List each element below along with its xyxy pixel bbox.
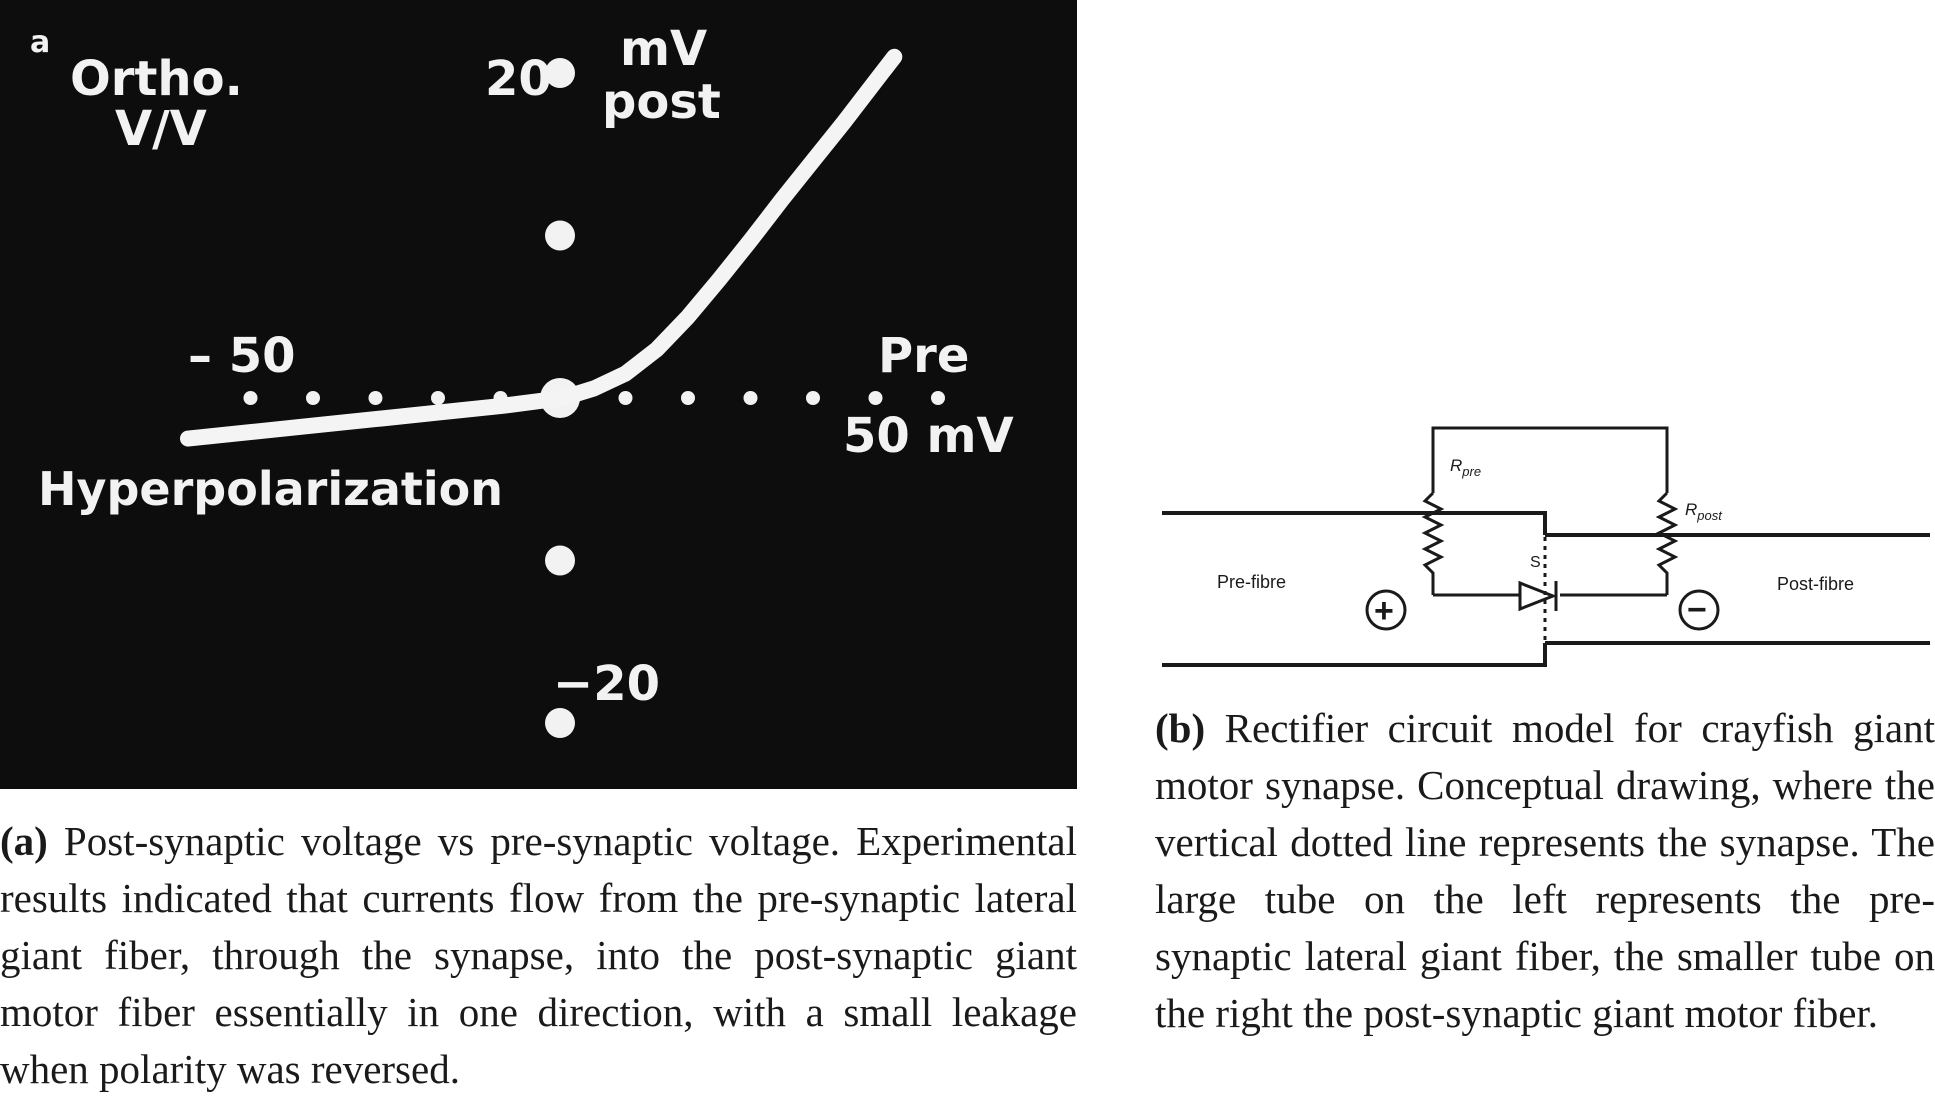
minus-symbol: − bbox=[1687, 591, 1707, 629]
y-unit-line1: mV bbox=[620, 21, 707, 77]
x-axis-dot bbox=[931, 391, 945, 405]
y-axis-dot bbox=[545, 58, 575, 88]
figure-a-svg: a Ortho. V/V 20 mV post – 50 Pre 50 mV −… bbox=[30, 21, 1014, 738]
axis-marks-group bbox=[243, 58, 945, 738]
x-axis-dot bbox=[368, 391, 383, 405]
x-right-value: 50 mV bbox=[843, 408, 1014, 464]
caption-b-tag: (b) bbox=[1155, 705, 1206, 751]
diode-triangle bbox=[1518, 580, 1558, 612]
switch-label: S bbox=[1530, 554, 1541, 571]
plus-symbol: + bbox=[1374, 592, 1394, 630]
r-pre-label: Rpre bbox=[1450, 456, 1481, 479]
x-right-label: Pre bbox=[878, 328, 969, 384]
y-axis-dot bbox=[545, 708, 575, 738]
panel-letter-a: a bbox=[30, 25, 50, 60]
y-axis-dot bbox=[545, 220, 575, 251]
mode-label-line2: V/V bbox=[115, 101, 207, 157]
voltage-trace bbox=[180, 48, 903, 447]
circuit-svg: + − Rpre Rpost S Pre-fibre Post-fibre bbox=[1162, 426, 1930, 667]
post-fibre-label: Post-fibre bbox=[1777, 574, 1854, 594]
resistor-post bbox=[1655, 491, 1679, 595]
y-bottom-value: −20 bbox=[553, 656, 660, 712]
resistor-pre bbox=[1421, 491, 1445, 595]
x-axis-dot bbox=[243, 391, 258, 405]
figure-a-plot: a Ortho. V/V 20 mV post – 50 Pre 50 mV −… bbox=[0, 0, 1077, 789]
y-axis-dot bbox=[545, 545, 575, 576]
x-axis-dot bbox=[868, 391, 883, 405]
caption-a-tag: (a) bbox=[0, 818, 48, 864]
x-axis-dot bbox=[743, 391, 758, 405]
figure-b-circuit: + − Rpre Rpost S Pre-fibre Post-fibre bbox=[1155, 425, 1935, 680]
x-left-value: – 50 bbox=[188, 328, 296, 384]
r-post-label: Rpost bbox=[1685, 500, 1723, 523]
plus-circle bbox=[1365, 589, 1407, 631]
y-top-value: 20 bbox=[485, 51, 552, 107]
top-wire bbox=[1431, 426, 1669, 493]
minus-circle bbox=[1678, 589, 1720, 631]
caption-a: (a) Post-synaptic voltage vs pre-synapti… bbox=[0, 813, 1077, 1098]
x-axis-dot bbox=[306, 391, 320, 405]
caption-b: (b) Rectifier circuit model for crayfish… bbox=[1155, 700, 1935, 1042]
x-axis-dot bbox=[681, 391, 695, 405]
x-axis-dot bbox=[618, 391, 633, 405]
pre-fibre-label: Pre-fibre bbox=[1217, 572, 1286, 592]
y-unit-line2: post bbox=[602, 74, 721, 130]
caption-b-text: Rectifier circuit model for crayfish gia… bbox=[1155, 705, 1935, 1036]
caption-a-text: Post-synaptic voltage vs pre-synaptic vo… bbox=[0, 818, 1077, 1092]
hyperpolarization-label: Hyperpolarization bbox=[38, 462, 503, 516]
x-axis-dot bbox=[431, 391, 445, 405]
mode-label-line1: Ortho. bbox=[70, 51, 243, 107]
x-axis-dot bbox=[806, 391, 820, 405]
pre-fibre-lower-wall bbox=[1162, 643, 1547, 667]
pre-fibre-upper-wall bbox=[1162, 511, 1547, 535]
